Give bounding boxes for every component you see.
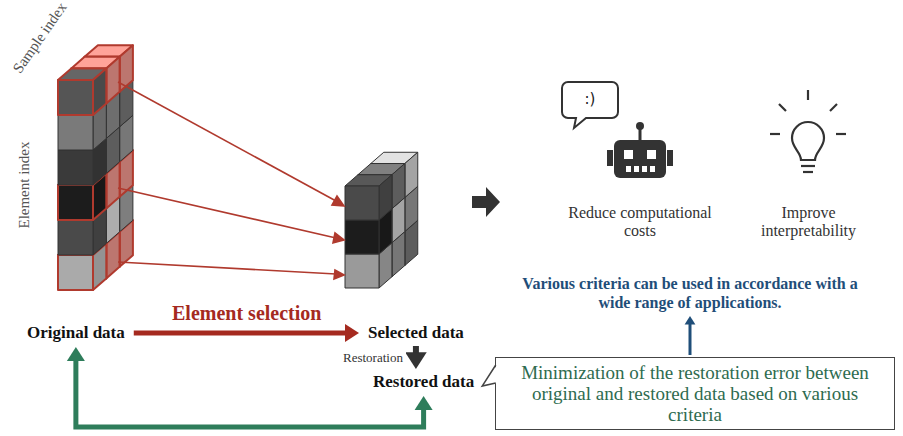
node-text: Minimization of the restoration error be… xyxy=(506,362,884,425)
note-text: Various criteria can be used in accordan… xyxy=(510,274,870,312)
data-label: Restored data xyxy=(370,371,477,393)
cube xyxy=(58,68,106,115)
node-text: Original data xyxy=(27,323,125,343)
arrowhead xyxy=(345,324,359,342)
callout-pointer xyxy=(482,365,497,386)
selection-arrow xyxy=(134,324,359,342)
emoticon: :) xyxy=(585,90,596,108)
robot-icon xyxy=(562,82,673,178)
edge-label: Restoration xyxy=(340,350,406,366)
arrowhead xyxy=(67,347,85,361)
arrowhead xyxy=(685,316,696,324)
lightbulb-icon xyxy=(770,90,846,172)
connector-line xyxy=(689,322,692,355)
cube xyxy=(345,175,392,220)
node-text: Restored data xyxy=(373,372,474,392)
callout-pointer-outline xyxy=(482,365,496,386)
benefit-label: Reduce computational costs xyxy=(565,204,715,240)
node-text: Improve interpretability xyxy=(746,204,871,240)
node-text: Reduce computational costs xyxy=(565,204,715,240)
criteria-arrow xyxy=(685,316,696,355)
selection-arrows xyxy=(118,82,344,279)
arrowhead xyxy=(405,352,427,369)
data-label: Selected data xyxy=(365,322,467,344)
axis-label: Element index xyxy=(16,141,33,228)
connector-line xyxy=(134,331,347,336)
edge-label: Element selection xyxy=(169,302,324,325)
connector-line xyxy=(76,359,424,427)
arrowhead xyxy=(415,396,433,410)
benefit-label: Improve interpretability xyxy=(746,204,871,240)
data-label: Original data xyxy=(24,322,128,344)
axis-label: Sample index xyxy=(9,0,70,76)
block-arrow xyxy=(472,187,500,217)
restoration-arrow xyxy=(405,346,427,369)
callout-box: Minimization of the restoration error be… xyxy=(495,357,895,430)
node-text: Various criteria can be used in accordan… xyxy=(510,274,870,312)
data-cubes xyxy=(58,45,418,290)
node-text: Selected data xyxy=(368,323,464,343)
